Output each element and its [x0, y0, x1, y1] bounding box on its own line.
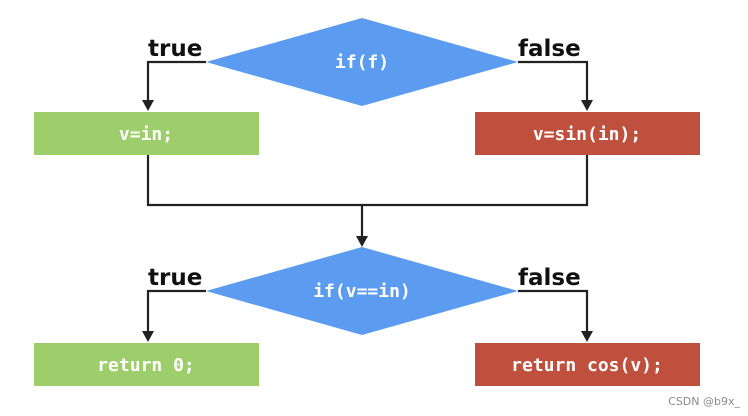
bottom-false-connector — [518, 289, 589, 333]
bottom-false-arrowhead — [581, 331, 593, 342]
top-false-arrowhead — [581, 100, 593, 111]
watermark-text: CSDN @b9x_ — [668, 395, 740, 408]
top-true-label: true — [148, 36, 202, 62]
top-decision: if(f) — [206, 18, 518, 106]
top-false-action-text: v=sin(in); — [533, 124, 641, 145]
top-false-label: false — [518, 36, 581, 62]
top-true-arrowhead — [142, 100, 154, 111]
bottom-true-action-text: return 0; — [97, 355, 195, 376]
bottom-true-arrowhead — [142, 331, 154, 342]
top-true-connector — [146, 60, 206, 102]
bottom-false-action-box: return cos(v); — [475, 343, 700, 386]
top-condition-text: if(f) — [335, 52, 389, 73]
bottom-condition-text: if(v==in) — [313, 281, 411, 302]
bottom-decision: if(v==in) — [206, 247, 518, 335]
top-true-action-text: v=in; — [119, 124, 173, 145]
top-false-connector — [518, 60, 589, 102]
top-decision-diamond — [206, 18, 518, 106]
bottom-decision-diamond — [206, 247, 518, 335]
bottom-true-action-box: return 0; — [34, 343, 259, 386]
bottom-false-action-text: return cos(v); — [511, 355, 663, 376]
bottom-true-label: true — [148, 265, 202, 291]
merge-arrowhead — [356, 236, 368, 247]
bottom-true-connector — [146, 289, 206, 333]
merge-connector — [146, 155, 589, 207]
bottom-false-label: false — [518, 265, 581, 291]
top-false-action-box: v=sin(in); — [475, 112, 700, 155]
top-true-action-box: v=in; — [34, 112, 259, 155]
